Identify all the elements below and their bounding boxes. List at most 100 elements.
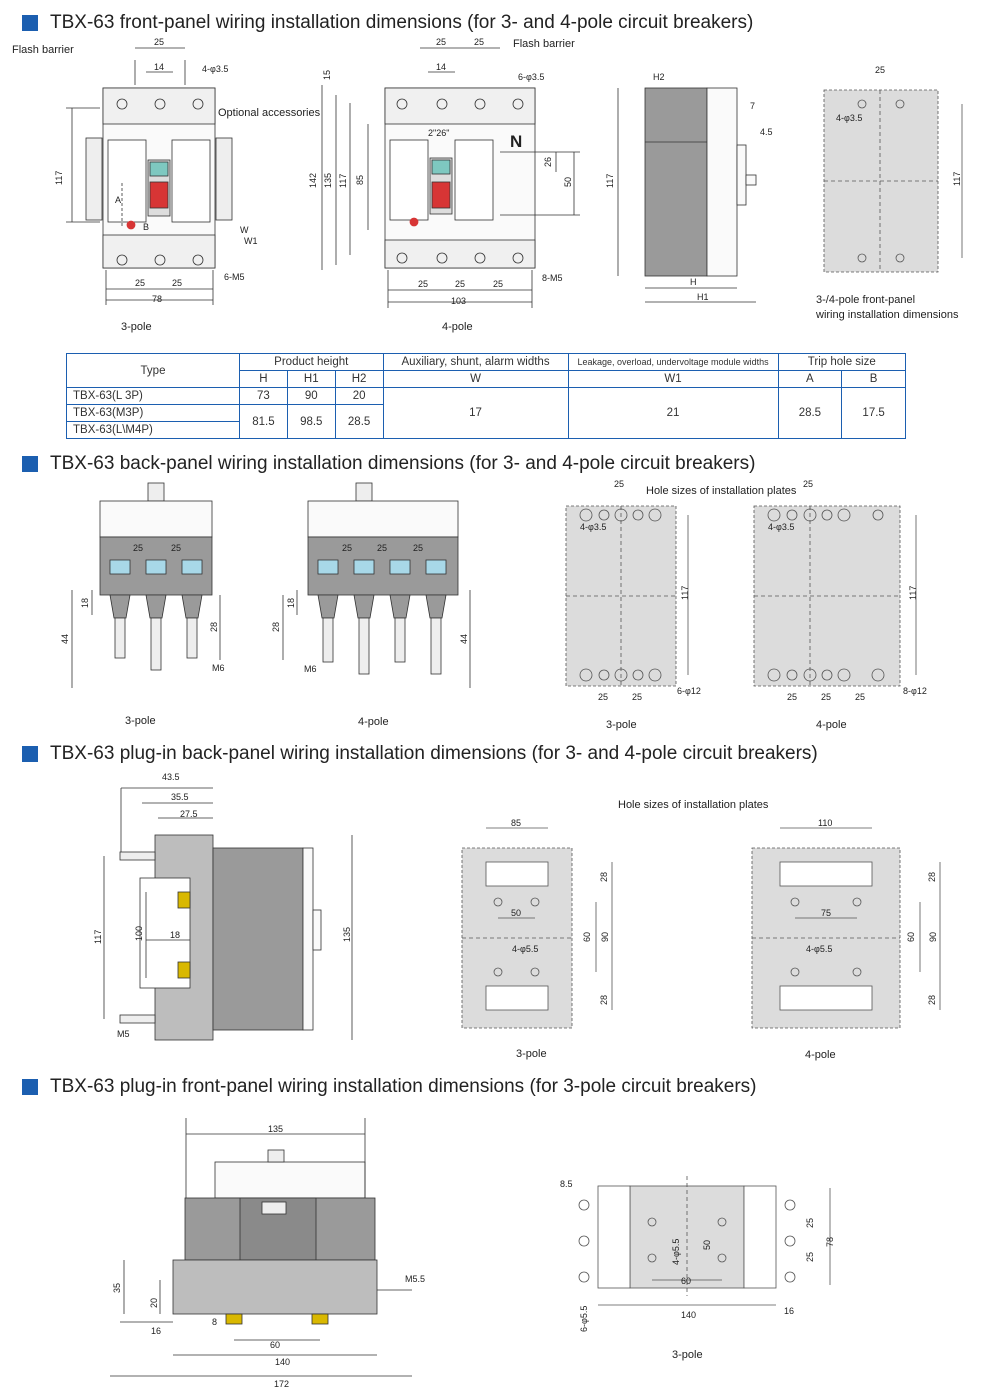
screws-label: 6-M5 [224, 272, 245, 282]
dim-14-4p: 14 [436, 62, 446, 72]
plate3-dim-60: 60 [582, 932, 592, 942]
dim-bottom-4p-3: 25 [493, 279, 503, 289]
table-row: TBX-63(M3P) 81.5 98.5 28.5 [66, 404, 906, 439]
plate4-holes: 4-φ5.5 [806, 944, 832, 954]
table-cell-w1: 21 [567, 387, 779, 439]
plate3-holes-big: 6-φ12 [677, 686, 701, 696]
dim-85: 85 [355, 175, 365, 185]
three-pole-back-view [71, 482, 221, 688]
dim-140-front: 140 [275, 1357, 290, 1367]
plugin-back-drawings: 43.5 35.5 27.5 117 100 18 135 M5 Hole si… [93, 772, 941, 1061]
label-h: H [690, 277, 697, 287]
flash-barrier-label-4p: Flash barrier [513, 38, 575, 50]
plate-title-back: Hole sizes of installation plates [646, 485, 797, 497]
table-header-w: W [382, 370, 569, 388]
caption-4-pole: 4-pole [442, 321, 473, 333]
dim-117-plugin: 117 [93, 930, 103, 944]
front-panel-drawings: Flash barrier 25 14 4-φ3.5 Optional acce… [12, 37, 963, 333]
plate3-dim-85: 85 [511, 818, 521, 828]
plate-holes: 4-φ5.5 [671, 1239, 681, 1265]
plate-dim-50: 50 [702, 1240, 712, 1250]
section-marker-icon [22, 746, 38, 762]
plate-dim-8-5: 8.5 [560, 1179, 573, 1189]
section-title-plugin-front: TBX-63 plug-in front-panel wiring instal… [22, 1074, 756, 1100]
table-header-a: A [777, 370, 843, 388]
plate3-holes: 4-φ5.5 [512, 944, 538, 954]
plate4-dim-110: 110 [818, 818, 832, 828]
section-marker-icon [22, 1079, 38, 1095]
dim-25a: 25 [436, 37, 446, 47]
dim-bottom-4p-1: 25 [418, 279, 428, 289]
plate-holes-big: 6-φ5.5 [579, 1306, 589, 1332]
plate-dim-25a: 25 [805, 1218, 815, 1228]
table-row: TBX-63(L 3P) 73 90 20 17 21 28.5 17.5 [66, 387, 906, 439]
plate-caption-2: wiring installation dimensions [815, 309, 959, 321]
plate4-dim-117: 117 [908, 586, 918, 600]
dim-117: 117 [54, 171, 64, 185]
caption-4-pole-back: 4-pole [358, 716, 389, 728]
dim-18: 18 [80, 598, 90, 608]
dim-18-4p: 18 [286, 598, 296, 608]
dim-35: 35 [112, 1283, 122, 1293]
back-panel-drawings: 25 25 18 44 28 M6 3-pole 25 25 25 18 28 … [60, 479, 927, 731]
back-plate-3pole [565, 505, 689, 687]
table-cell-h2: 20 [334, 387, 384, 405]
dim-8: 8 [212, 1317, 217, 1327]
plate4-plugin-caption: 4-pole [805, 1049, 836, 1061]
dim-16-front: 16 [151, 1326, 161, 1336]
section-title-front-panel: TBX-63 front-panel wiring installation d… [22, 10, 753, 36]
plate3-holes: 4-φ3.5 [580, 522, 606, 532]
plate4-dim-75: 75 [821, 908, 831, 918]
table-header-leakage: Leakage, overload, undervoltage module w… [567, 353, 779, 371]
table-row: TBX-63(L\M4P) [66, 421, 906, 439]
plate-title-plugin: Hole sizes of installation plates [618, 799, 769, 811]
plate-dim-140: 140 [681, 1310, 696, 1320]
dim-35-5: 35.5 [171, 792, 189, 802]
plate3-dim-25b: 25 [598, 692, 608, 702]
m5-5-label: M5.5 [405, 1274, 425, 1284]
table-header-w1: W1 [567, 370, 779, 388]
back-plate-4pole [753, 505, 917, 687]
dim-width-4p: 103 [451, 296, 466, 306]
table-cell-h1: 90 [286, 387, 336, 405]
dim-4-5: 4.5 [760, 127, 773, 137]
dim-25a-4p: 25 [342, 543, 352, 553]
optional-accessories-label: Optional accessories [218, 107, 321, 119]
table-cell-h1: 98.5 [286, 404, 336, 439]
plate-dim-78: 78 [825, 1237, 835, 1247]
holes-label: 4-φ3.5 [202, 64, 228, 74]
label-a: A [115, 195, 121, 205]
plate4-caption: 4-pole [816, 719, 847, 731]
plate4-holes: 4-φ3.5 [768, 522, 794, 532]
dim-25b: 25 [171, 543, 181, 553]
table-header-trip: Trip hole size [777, 353, 907, 371]
dim-25b: 25 [474, 37, 484, 47]
section-title-plugin-back: TBX-63 plug-in back-panel wiring install… [22, 741, 818, 767]
spec-table: Type Product height Auxiliary, shunt, al… [66, 353, 907, 439]
dim-135-front: 135 [268, 1124, 283, 1134]
plugin-plate-4pole [751, 827, 941, 1029]
plate4-dim-25d: 25 [855, 692, 865, 702]
plate-dim-25: 25 [875, 65, 885, 75]
table-header-h1: H1 [286, 370, 336, 388]
table-header-product-height: Product height [239, 353, 384, 371]
holes-label-4p: 6-φ3.5 [518, 72, 544, 82]
plugin-front-elevation [110, 1118, 412, 1377]
dim-25a: 25 [133, 543, 143, 553]
section-marker-icon [22, 15, 38, 31]
dim-44: 44 [60, 634, 70, 644]
plate-caption-front: 3-pole [672, 1349, 703, 1361]
label-w1: W1 [244, 236, 258, 246]
plate4-dim-90: 90 [928, 932, 938, 942]
dim-18-plugin: 18 [170, 930, 180, 940]
flash-barrier-label: Flash barrier [12, 44, 74, 56]
dim-28: 28 [209, 622, 219, 632]
plate-dim-16: 16 [784, 1306, 794, 1316]
caption-3-pole: 3-pole [121, 321, 152, 333]
dim-25c-4p: 25 [413, 543, 423, 553]
m5-label: M5 [117, 1029, 130, 1039]
dim-inner: 2"26" [428, 128, 449, 138]
plate4-dim-25c: 25 [821, 692, 831, 702]
dim-117-4p: 117 [338, 174, 348, 188]
table-cell-h2: 28.5 [334, 404, 384, 439]
